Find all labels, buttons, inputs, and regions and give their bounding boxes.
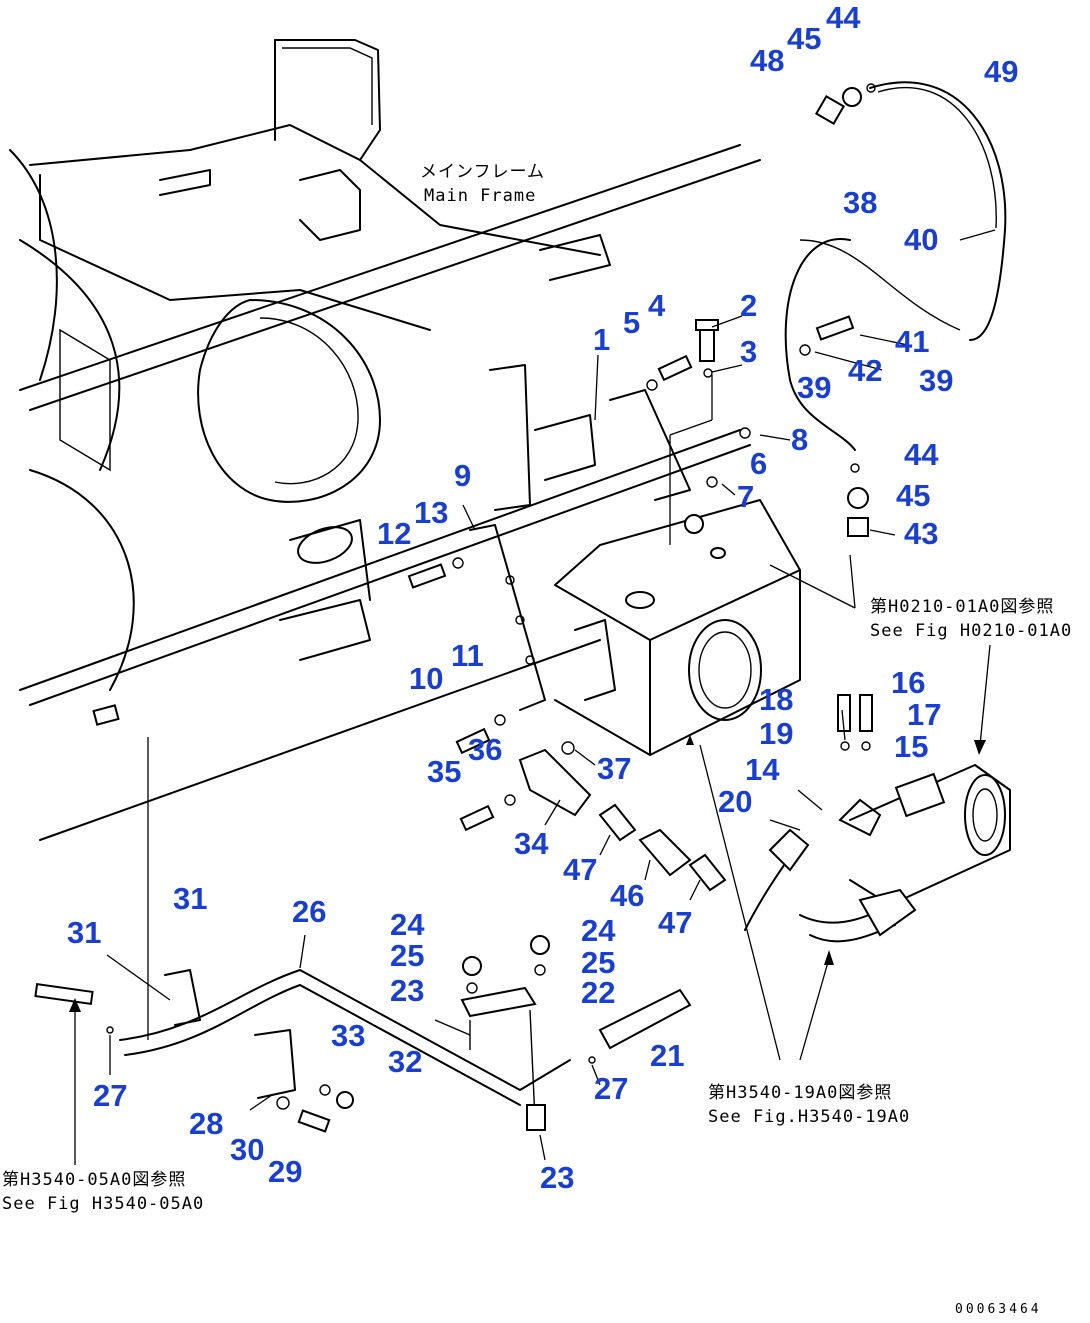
callout-25: 25 [581, 945, 616, 980]
callout-11: 11 [451, 638, 484, 673]
callout-47: 47 [563, 852, 598, 887]
drawing-number: 00063464 [955, 1302, 1042, 1317]
callout-31: 31 [67, 915, 102, 950]
callout-45: 45 [896, 478, 931, 513]
pump-drawing [849, 764, 1011, 937]
ref-top-right-en: See Fig H0210-01A0 [870, 621, 1073, 641]
main-frame-label-jp: メインフレーム [420, 162, 545, 182]
callout-19: 19 [759, 716, 794, 751]
callout-7: 7 [737, 479, 755, 514]
callout-49: 49 [984, 54, 1019, 89]
callout-2: 2 [740, 288, 758, 323]
callout-4: 4 [648, 288, 666, 323]
hose-drawing [119, 81, 1007, 1106]
callout-40: 40 [904, 222, 939, 257]
callout-16: 16 [891, 665, 926, 700]
callout-48: 48 [750, 43, 785, 78]
callout-32: 32 [388, 1044, 423, 1079]
callout-17: 17 [907, 697, 942, 732]
callout-35: 35 [427, 754, 462, 789]
callout-34: 34 [514, 826, 549, 861]
callout-39: 39 [797, 370, 832, 405]
ref-left-jp: 第H3540-05A0図参照 [2, 1170, 187, 1190]
ref-left-en: See Fig H3540-05A0 [2, 1194, 205, 1214]
callout-39: 39 [919, 363, 954, 398]
callout-8: 8 [791, 422, 809, 457]
callout-47: 47 [658, 905, 693, 940]
bracket-drawing [469, 364, 691, 711]
callout-41: 41 [895, 324, 930, 359]
main-frame-drawing [9, 39, 761, 841]
callout-27: 27 [594, 1071, 629, 1106]
callout-6: 6 [750, 446, 768, 481]
callout-21: 21 [650, 1038, 685, 1073]
ref-top-right-jp: 第H0210-01A0図参照 [870, 597, 1055, 617]
callout-3: 3 [740, 334, 758, 369]
callout-42: 42 [848, 353, 883, 388]
callout-38: 38 [843, 185, 878, 220]
callout-24: 24 [581, 913, 616, 948]
callout-22: 22 [581, 975, 616, 1010]
callout-23: 23 [390, 973, 425, 1008]
callout-43: 43 [904, 516, 939, 551]
callout-15: 15 [894, 729, 929, 764]
callout-1: 1 [593, 322, 611, 357]
callout-27: 27 [93, 1078, 128, 1113]
ref-mid-en: See Fig.H3540-19A0 [708, 1107, 911, 1127]
callout-25: 25 [390, 938, 425, 973]
callout-45: 45 [787, 21, 822, 56]
callout-5: 5 [623, 305, 641, 340]
callout-44: 44 [826, 0, 861, 35]
main-frame-label-en: Main Frame [424, 186, 537, 206]
callout-28: 28 [189, 1106, 224, 1141]
callout-31: 31 [173, 881, 208, 916]
callout-37: 37 [597, 751, 632, 786]
callout-33: 33 [331, 1018, 366, 1053]
callout-10: 10 [409, 661, 444, 696]
callout-24: 24 [390, 907, 425, 942]
callout-44: 44 [904, 437, 939, 472]
callout-9: 9 [454, 458, 472, 493]
callout-36: 36 [468, 732, 503, 767]
callout-14: 14 [745, 752, 780, 787]
callout-20: 20 [718, 784, 753, 819]
hardware-drawing [34, 83, 876, 1133]
tank-drawing [554, 499, 801, 756]
callout-30: 30 [230, 1132, 265, 1167]
callout-12: 12 [377, 516, 412, 551]
callout-46: 46 [610, 878, 645, 913]
callout-29: 29 [268, 1154, 303, 1189]
leader-lines [69, 229, 996, 1165]
callout-26: 26 [292, 894, 327, 929]
callout-18: 18 [759, 682, 794, 717]
callout-13: 13 [414, 495, 449, 530]
callout-23: 23 [540, 1160, 575, 1195]
ref-mid-jp: 第H3540-19A0図参照 [708, 1083, 893, 1103]
